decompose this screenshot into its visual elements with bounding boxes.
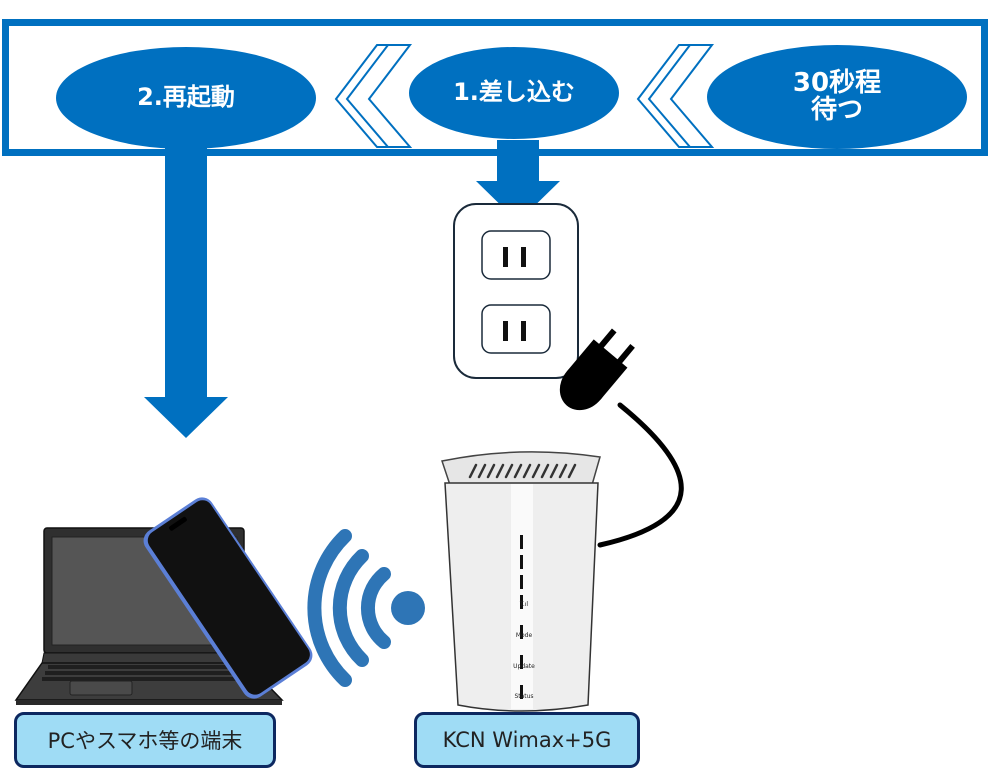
wall-outlet-icon [453,203,579,379]
router-label-text: KCN Wimax+5G [442,728,612,752]
step-wait-label: 30秒程 待つ [792,67,882,125]
router-label: KCN Wimax+5G [414,712,640,768]
chevron-left-icon [636,44,715,148]
step-restart-label: 2.再起動 [137,83,235,112]
step-restart: 2.再起動 [56,47,316,149]
step-wait: 30秒程 待つ [707,45,967,149]
router-indicator-update: Update [513,663,535,670]
router-device-icon [441,451,601,712]
step-plug-in-label: 1.差し込む [453,78,575,107]
router-indicator-status: Status [514,693,534,700]
router-indicator-signal: T.ıl [519,601,529,608]
client-device-label-text: PCやスマホ等の端末 [47,729,243,753]
step-plug-in: 1.差し込む [409,47,619,139]
router-indicator-mode: Mode [515,632,533,639]
client-device-label: PCやスマホ等の端末 [14,712,276,768]
chevron-left-icon [334,44,413,148]
